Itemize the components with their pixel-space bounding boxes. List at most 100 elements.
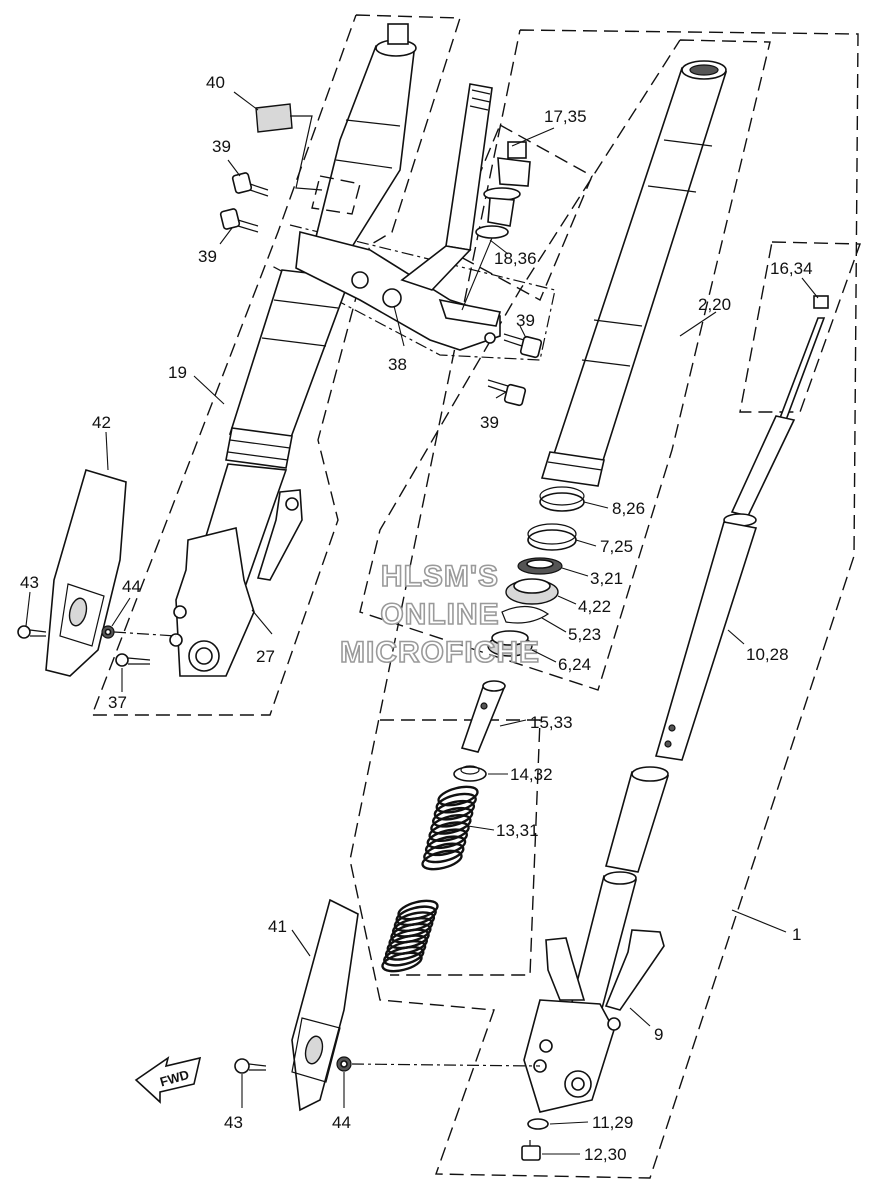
damper-hole-1 <box>664 740 672 748</box>
washer-11 <box>527 1118 549 1130</box>
o-ring-18 <box>475 225 509 239</box>
outline-assembly-1 <box>349 29 859 1179</box>
label-2-20: 2,20 <box>698 295 731 314</box>
inner-tube-band-2 <box>647 185 697 193</box>
damper-mid-rod <box>730 415 796 517</box>
spring-coil <box>423 842 465 864</box>
left-lower-band-1 <box>273 299 339 309</box>
spring-coil <box>430 814 472 835</box>
inner-tube-band-1 <box>663 139 713 147</box>
inner-tube-bottom-seal <box>540 451 605 487</box>
bracket-hole <box>484 332 496 344</box>
label-44-a: 44 <box>122 577 141 596</box>
inner-tube-seal-ring <box>547 461 603 471</box>
assembly-outlines <box>90 14 861 1179</box>
label-39-b: 39 <box>198 247 217 266</box>
axle-hole-9-inner <box>571 1077 585 1091</box>
decal-40-link <box>290 115 323 191</box>
label-27: 27 <box>256 647 275 666</box>
watermark: HLSM'S ONLINE MICROFICHE <box>339 559 540 670</box>
bushing-7 <box>527 523 577 551</box>
label-9: 9 <box>654 1025 663 1044</box>
label-40: 40 <box>206 73 225 92</box>
label-7-25: 7,25 <box>600 537 633 556</box>
bolt-39-c <box>503 333 543 359</box>
label-43-a: 43 <box>20 573 39 592</box>
left-tube-band-2 <box>335 159 393 169</box>
watermark-line-1: HLSM'S <box>381 560 499 593</box>
outline-spring-group <box>380 719 541 976</box>
fwd-arrow-icon: FWD <box>134 1056 202 1104</box>
stem-thread <box>469 89 491 111</box>
label-13-31: 13,31 <box>496 821 539 840</box>
bracket-nut-1 <box>351 271 369 289</box>
bolt-12 <box>521 1140 541 1161</box>
label-4-22: 4,22 <box>578 597 611 616</box>
leader-lines <box>25 91 819 1155</box>
outer-tube-9 <box>523 766 670 1113</box>
spring-coil <box>435 792 477 814</box>
label-39-d: 39 <box>480 413 499 432</box>
label-39-a: 39 <box>212 137 231 156</box>
decal-40 <box>255 103 293 133</box>
bracket-top-plate <box>438 298 502 327</box>
left-tube-band-1 <box>345 119 401 127</box>
label-42: 42 <box>92 413 111 432</box>
outline-assembly-19 <box>90 14 461 716</box>
spring-13-upper <box>421 785 479 871</box>
label-1: 1 <box>792 925 801 944</box>
outer-tube-top <box>603 871 637 885</box>
spring-coil <box>421 849 463 871</box>
inner-tube-bore <box>689 64 719 76</box>
label-11-29: 11,29 <box>592 1113 633 1132</box>
leader-38 <box>393 305 405 347</box>
bolt-39-d <box>487 379 527 407</box>
cap-bolt-17 <box>461 141 531 311</box>
label-41: 41 <box>268 917 287 936</box>
watermark-line-2: ONLINE <box>380 598 499 631</box>
axis-43a <box>113 631 177 637</box>
oil-seal-4 <box>505 578 559 605</box>
bushing-8 <box>539 486 585 512</box>
fork-guard-42 <box>45 469 127 677</box>
label-38: 38 <box>388 355 407 374</box>
spring-coil <box>437 785 479 807</box>
nut-16 <box>813 295 829 309</box>
spring-coil <box>433 799 476 821</box>
label-6-24: 6,24 <box>558 655 591 674</box>
cap-bolt-thread <box>487 197 515 227</box>
left-axle-bracket <box>175 527 255 677</box>
label-37: 37 <box>108 693 127 712</box>
axis-44b <box>351 1063 541 1067</box>
spring-13-lower <box>381 899 439 973</box>
axle-bracket-9 <box>523 999 615 1113</box>
inner-tube-body <box>550 67 728 471</box>
lower-sleeve-top <box>631 766 669 782</box>
left-bolt-hole-2 <box>169 633 183 647</box>
outline-bracket-group <box>269 224 556 361</box>
left-seal-rings <box>227 439 291 461</box>
label-43-b: 43 <box>224 1113 243 1132</box>
label-3-21: 3,21 <box>590 569 623 588</box>
left-fork-19 <box>169 23 417 677</box>
cap-bolt-body <box>497 157 531 187</box>
part-labels: 40 39 39 39 39 17,35 18,36 38 19 42 43 4… <box>20 73 813 1164</box>
damper-rod-10 <box>654 295 829 761</box>
seat-14 <box>453 765 487 782</box>
label-12-30: 12,30 <box>584 1145 627 1164</box>
bolt-39-a <box>231 172 269 197</box>
left-lower-tube <box>228 269 352 441</box>
lower-sleeve <box>604 771 670 873</box>
washer-44-b <box>336 1056 352 1072</box>
label-14-32: 14,32 <box>510 765 553 784</box>
bolts-39 <box>219 172 543 407</box>
left-cap-nut <box>387 23 409 45</box>
left-mount-hole <box>285 497 299 511</box>
inner-tube-2 <box>540 60 728 487</box>
damper-cylinder <box>654 521 758 761</box>
label-15-33: 15,33 <box>530 713 573 732</box>
washer-3 <box>517 557 563 575</box>
left-caliper-mount <box>256 489 303 581</box>
seal-stack <box>487 486 585 657</box>
label-17-35: 17,35 <box>544 107 587 126</box>
